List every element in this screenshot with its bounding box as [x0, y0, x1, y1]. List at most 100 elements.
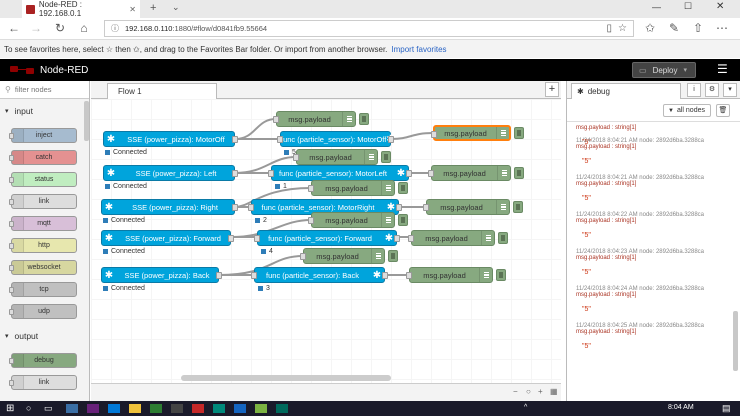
- input-port[interactable]: [277, 136, 283, 143]
- debug-toggle-button[interactable]: [496, 269, 506, 281]
- input-port[interactable]: [273, 116, 279, 123]
- close-tab-icon[interactable]: ✕: [129, 4, 136, 14]
- folder-icon[interactable]: [129, 404, 141, 413]
- debug-node[interactable]: msg.payload: [423, 199, 510, 215]
- input-port[interactable]: [423, 204, 429, 211]
- output-port[interactable]: [232, 204, 238, 211]
- debug-toggle-button[interactable]: [398, 182, 408, 194]
- palette-node-catch[interactable]: catch: [9, 150, 77, 165]
- windows-start-icon[interactable]: ⊞: [6, 403, 15, 414]
- sse-node[interactable]: ✱SSE (power_pizza): Forward: [101, 230, 234, 246]
- palette-node-link[interactable]: link: [9, 375, 77, 390]
- debug-message[interactable]: 11/24/2018 8:04:24 AM node: 2892d6ba.328…: [576, 286, 736, 313]
- palette-category-input[interactable]: ▾ input: [0, 104, 89, 118]
- system-tray-chevron-icon[interactable]: ^: [524, 404, 528, 411]
- config-tab-icon[interactable]: ⚙: [705, 83, 719, 97]
- app-icon[interactable]: [192, 404, 204, 413]
- edge-icon[interactable]: [108, 404, 120, 413]
- debug-toggle-button[interactable]: [398, 214, 408, 226]
- input-port[interactable]: [268, 170, 274, 177]
- output-port[interactable]: [228, 235, 234, 242]
- reading-view-icon[interactable]: ▯: [606, 23, 613, 34]
- input-port[interactable]: [300, 253, 306, 260]
- palette-node-status[interactable]: status: [9, 172, 77, 187]
- palette-node-inject[interactable]: inject: [9, 128, 77, 143]
- debug-message-node[interactable]: node: 2892d6ba.3288ca: [637, 286, 705, 292]
- palette-scrollbar[interactable]: [84, 101, 89, 141]
- tab-flow-1[interactable]: Flow 1: [107, 83, 217, 100]
- output-port[interactable]: [232, 136, 238, 143]
- function-node[interactable]: func (particle_sensor): Forward✱: [254, 230, 400, 246]
- output-port[interactable]: [394, 235, 400, 242]
- debug-toggle-button[interactable]: [514, 127, 524, 139]
- input-port[interactable]: [251, 272, 257, 279]
- new-tab-icon[interactable]: +: [150, 2, 157, 14]
- debug-toggle-button[interactable]: [359, 113, 369, 125]
- debug-message-node[interactable]: node: 2892d6ba.3288ca: [637, 138, 705, 144]
- debug-message[interactable]: 11/24/2018 8:04:21 AM node: 2892d6ba.328…: [576, 175, 736, 202]
- output-port[interactable]: [232, 170, 238, 177]
- palette-node-udp[interactable]: udp: [9, 304, 77, 319]
- input-port[interactable]: [248, 204, 254, 211]
- output-port[interactable]: [406, 170, 412, 177]
- sidebar-menu-chevron-icon[interactable]: ▾: [723, 83, 737, 97]
- minimize-icon[interactable]: —: [652, 2, 661, 12]
- input-port[interactable]: [308, 217, 314, 224]
- info-tab-icon[interactable]: i: [687, 83, 701, 97]
- output-port[interactable]: [396, 204, 402, 211]
- debug-toggle-button[interactable]: [498, 232, 508, 244]
- input-port[interactable]: [254, 235, 260, 242]
- input-port[interactable]: [406, 272, 412, 279]
- debug-node[interactable]: msg.payload: [406, 267, 493, 283]
- input-port[interactable]: [431, 131, 437, 138]
- debug-message[interactable]: msg.payload : string[1]"5": [576, 125, 736, 146]
- deploy-dropdown-icon[interactable]: ▾: [683, 67, 687, 74]
- sse-node[interactable]: ✱SSE (power_pizza): Right: [101, 199, 238, 215]
- back-arrow-icon[interactable]: ←: [8, 21, 20, 35]
- refresh-icon[interactable]: ↻: [54, 21, 66, 35]
- search-icon[interactable]: ○: [26, 403, 32, 413]
- main-menu-icon[interactable]: ☰: [717, 62, 728, 76]
- debug-node[interactable]: msg.payload: [293, 149, 378, 165]
- navigator-icon[interactable]: ▦: [550, 387, 558, 396]
- palette-node-debug[interactable]: debug: [9, 353, 77, 368]
- palette-category-output[interactable]: ▾ output: [0, 329, 89, 343]
- palette-node-mqtt[interactable]: mqtt: [9, 216, 77, 231]
- input-port[interactable]: [408, 235, 414, 242]
- sse-node[interactable]: ✱SSE (power_pizza): MotorOff: [103, 131, 238, 147]
- palette-filter[interactable]: ⚲: [0, 81, 89, 99]
- debug-node[interactable]: msg.payload: [308, 180, 395, 196]
- debug-message[interactable]: 11/24/2018 8:04:25 AM node: 2892d6ba.328…: [576, 323, 736, 350]
- app-icon[interactable]: [150, 404, 162, 413]
- debug-message[interactable]: 11/24/2018 8:04:23 AM node: 2892d6ba.328…: [576, 249, 736, 276]
- palette-node-http[interactable]: http: [9, 238, 77, 253]
- window-close-icon[interactable]: ✕: [716, 1, 725, 12]
- debug-node[interactable]: msg.payload: [300, 248, 385, 264]
- debug-message-node[interactable]: node: 2892d6ba.3288ca: [637, 212, 705, 218]
- debug-node[interactable]: msg.payload: [428, 165, 511, 181]
- zoom-in-icon[interactable]: +: [538, 387, 543, 396]
- tab-debug[interactable]: ✱ debug: [571, 83, 681, 99]
- debug-node[interactable]: msg.payload: [431, 125, 511, 141]
- app-icon[interactable]: [234, 404, 246, 413]
- app-icon[interactable]: [66, 404, 78, 413]
- palette-node-websocket[interactable]: websocket: [9, 260, 77, 275]
- app-icon[interactable]: [213, 404, 225, 413]
- function-node[interactable]: func (particle_sensor): Back✱: [251, 267, 388, 283]
- debug-message[interactable]: 11/24/2018 8:04:21 AM node: 2892d6ba.328…: [576, 138, 736, 165]
- favorites-hub-icon[interactable]: ✩: [644, 21, 656, 35]
- maximize-icon[interactable]: ☐: [684, 1, 693, 11]
- debug-node[interactable]: msg.payload: [273, 111, 356, 127]
- zoom-out-icon[interactable]: −: [513, 387, 518, 396]
- sse-node[interactable]: ✱SSE (power_pizza): Left: [103, 165, 238, 181]
- debug-message-node[interactable]: node: 2892d6ba.3288ca: [637, 323, 705, 329]
- function-node[interactable]: func (particle_sensor): MotorOff✱: [277, 131, 395, 147]
- import-favorites-link[interactable]: Import favorites: [391, 44, 447, 54]
- canvas-scrollbar[interactable]: [181, 375, 391, 381]
- app-icon[interactable]: [171, 404, 183, 413]
- debug-toggle-button[interactable]: [513, 201, 523, 213]
- debug-node[interactable]: msg.payload: [408, 230, 495, 246]
- debug-toggle-button[interactable]: [388, 250, 398, 262]
- debug-message-node[interactable]: node: 2892d6ba.3288ca: [637, 175, 705, 181]
